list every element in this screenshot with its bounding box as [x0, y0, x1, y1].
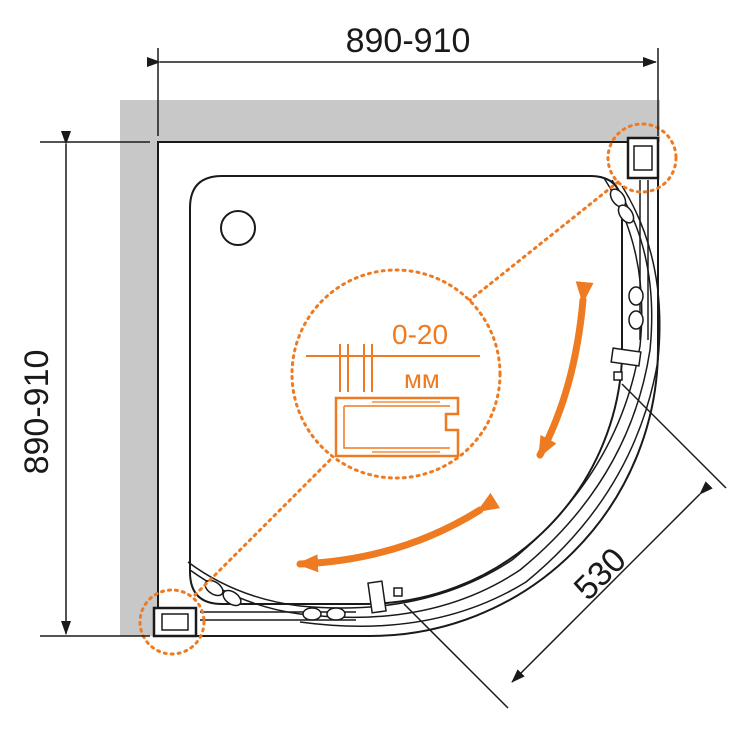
magnet-bottom	[393, 587, 403, 597]
back-wall	[120, 100, 660, 142]
walls	[120, 100, 660, 636]
highlight-bottom-left	[138, 588, 206, 656]
dimension-top-label: 890-910	[346, 22, 471, 60]
roller-bottom-2	[326, 607, 346, 621]
profile-inner	[343, 405, 450, 449]
roller-bottom-1	[302, 607, 322, 621]
handle-bottom	[367, 580, 387, 614]
dimension-left-label: 890-910	[18, 350, 56, 475]
leader-bottom	[190, 458, 332, 600]
roller-left-1	[204, 579, 224, 597]
dimension-top	[147, 48, 659, 136]
roller-top-2	[617, 204, 635, 224]
detail-unit-label: мм	[404, 364, 440, 394]
roller-right-2	[628, 310, 644, 330]
roller-left-2	[222, 589, 242, 607]
detail-highlights	[138, 122, 678, 656]
profile-outer	[334, 396, 460, 458]
arrow-right-door	[536, 281, 594, 459]
hardware	[204, 188, 644, 621]
corner-profile-bottom-left	[152, 606, 198, 638]
dimension-door-label: 530	[567, 541, 634, 608]
handle-right	[610, 347, 642, 367]
door-movement-arrows	[296, 281, 594, 573]
magnet-right	[613, 371, 623, 381]
drain-circle	[220, 210, 256, 246]
corner-profile-top-right	[626, 136, 660, 180]
side-wall	[120, 100, 158, 636]
highlight-top-right	[606, 122, 678, 194]
roller-right-1	[628, 286, 644, 306]
dimension-door	[403, 383, 727, 709]
highlight-detail	[290, 268, 502, 480]
detail-inset	[306, 344, 480, 458]
dimension-left	[40, 131, 150, 637]
arrow-left-door	[296, 492, 501, 573]
detail-range-label: 0-20	[392, 319, 448, 350]
